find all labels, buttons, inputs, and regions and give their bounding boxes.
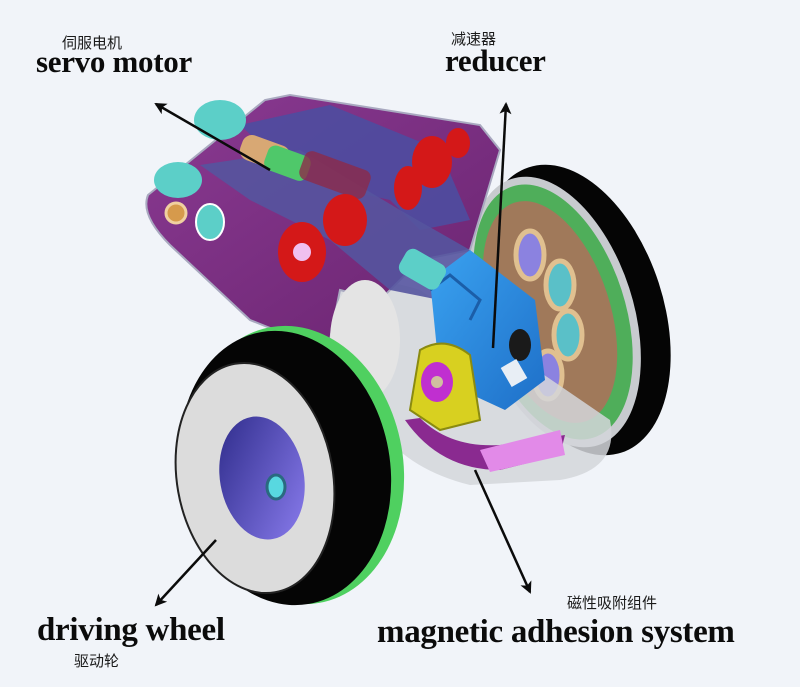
- coupling-cyan: [398, 248, 446, 290]
- rear-hub-hole: [513, 228, 547, 282]
- bearing-red: [446, 128, 470, 158]
- driving-wheel-axle: [265, 473, 287, 501]
- rear-hub-hole: [543, 258, 577, 312]
- rear-hub-hole: [551, 308, 585, 362]
- servo-motor-body: [264, 145, 311, 181]
- driving-wheel: [174, 325, 405, 606]
- reducer-nameplate: [500, 358, 528, 388]
- arrow-driving-wheel: [154, 539, 217, 607]
- arrow-magnetic-adhesion: [473, 469, 532, 594]
- bearing-red: [323, 194, 367, 246]
- label-magnetic-adhesion-system: magnetic adhesion system: [377, 614, 735, 650]
- roller-cyan: [194, 100, 246, 140]
- label-servo-motor-zh: 伺服电机: [62, 34, 123, 52]
- bearing-center: [293, 243, 311, 261]
- label-magnetic-adhesion-zh: 磁性吸附组件: [567, 594, 658, 612]
- roller-cyan: [154, 162, 202, 198]
- frame-hole: [195, 203, 225, 241]
- output-shaft: [431, 376, 443, 388]
- label-reducer-zh: 减速器: [451, 30, 497, 48]
- reducer-shaft-hole: [509, 329, 531, 361]
- pivot-bushing: [164, 201, 188, 225]
- servo-motor-housing: [299, 151, 371, 199]
- reducer-gearbox: [398, 248, 545, 432]
- label-reducer: reducer: [445, 43, 546, 78]
- driving-wheel-hub-inner: [219, 416, 305, 540]
- magnet-pad-pink: [480, 430, 565, 472]
- bearing-red: [412, 136, 452, 188]
- arrow-reducer: [491, 102, 512, 349]
- label-servo-motor: servo motor: [36, 44, 192, 79]
- label-driving-wheel: driving wheel: [37, 612, 225, 648]
- arrow-servo-motor: [154, 102, 271, 172]
- bearing-red: [394, 166, 422, 210]
- label-driving-wheel-zh: 驱动轮: [74, 652, 120, 670]
